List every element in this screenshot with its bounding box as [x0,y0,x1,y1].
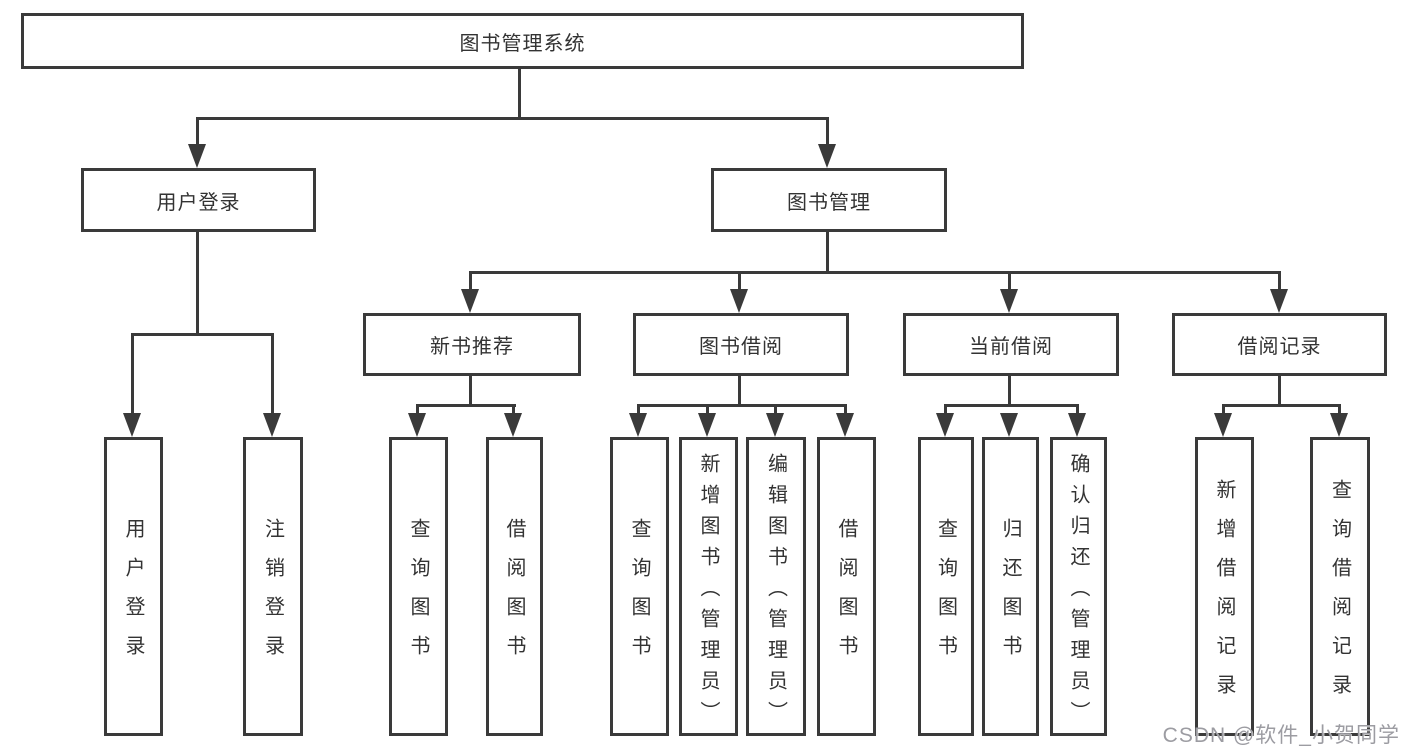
node-book-management-branch: 图书管理 [711,168,947,232]
connector-line [944,404,1079,407]
csdn-watermark: CSDN @软件_小贺同学 [1162,724,1400,747]
connector-line [1222,404,1341,407]
node-logout: 注销登录 [243,437,303,736]
arrow-down-icon [936,413,954,437]
node-current-borrowing: 当前借阅 [903,313,1119,376]
connector-line [512,404,515,416]
connector-line [416,404,419,416]
connector-line [1076,404,1079,416]
node-label: 新增借阅记录 [1213,479,1235,713]
connector-line [1278,376,1281,407]
arrow-down-icon [818,144,836,168]
connector-line [469,271,1281,274]
node-return-books: 归还图书 [982,437,1039,736]
connector-line [637,404,640,416]
node-label: 注销登录 [261,518,284,674]
connector-line [1338,404,1341,416]
connector-line [1008,271,1011,293]
connector-line [944,404,947,416]
arrow-down-icon [263,413,281,437]
node-confirm-return-admin: 确认归还（管理员） [1050,437,1107,736]
node-query-books-current: 查询图书 [918,437,974,736]
connector-line [826,117,829,147]
node-library-management-system: 图书管理系统 [21,13,1024,69]
node-label: 查询借阅记录 [1328,479,1351,713]
node-label: 图书管理 [787,191,871,214]
arrow-down-icon [461,289,479,313]
connector-line [844,404,847,416]
arrow-down-icon [766,413,784,437]
node-label: 借阅图书 [503,518,525,674]
node-edit-books-admin: 编辑图书（管理员） [746,437,806,736]
node-label: 查询图书 [934,518,957,674]
node-borrow-books-recommend: 借阅图书 [486,437,543,736]
node-user-login-branch: 用户登录 [81,168,316,232]
node-label: 新书推荐 [430,336,514,358]
connector-line [196,117,829,120]
node-label: 新增图书（管理员） [697,452,719,732]
node-query-borrow-record: 查询借阅记录 [1310,437,1370,736]
arrow-down-icon [1068,413,1086,437]
node-book-borrowing: 图书借阅 [633,313,849,376]
connector-line [196,117,199,147]
node-label: 借阅记录 [1237,336,1322,358]
node-label: 编辑图书（管理员） [764,452,787,732]
node-label: 当前借阅 [969,336,1053,358]
arrow-down-icon [504,413,522,437]
arrow-down-icon [836,413,854,437]
connector-line [469,271,472,293]
node-label: 确认归还（管理员） [1067,452,1089,732]
node-label: 借阅图书 [835,518,857,674]
node-borrow-books: 借阅图书 [817,437,876,736]
connector-line [637,404,847,407]
node-label: 查询图书 [628,518,650,674]
connector-line [196,232,199,336]
node-label: 用户登录 [156,191,241,214]
arrow-down-icon [1000,289,1018,313]
node-user-login-leaf: 用户登录 [104,437,163,736]
arrow-down-icon [1000,413,1018,437]
arrow-down-icon [629,413,647,437]
connector-line [131,333,274,336]
node-query-books-borrowing: 查询图书 [610,437,669,736]
node-label: 图书借阅 [699,336,783,358]
connector-line [469,376,472,407]
node-add-books-admin: 新增图书（管理员） [679,437,738,736]
connector-line [131,333,134,415]
connector-line [1222,404,1225,416]
connector-line [1008,376,1011,407]
connector-line [774,404,777,416]
arrow-down-icon [188,144,206,168]
connector-line [738,271,741,293]
arrow-down-icon [1214,413,1232,437]
arrow-down-icon [123,413,141,437]
connector-line [826,232,829,274]
connector-line [1278,271,1281,293]
connector-line [518,69,521,119]
connector-line [706,404,709,416]
arrow-down-icon [408,413,426,437]
arrow-down-icon [1330,413,1348,437]
node-query-books-recommend: 查询图书 [389,437,448,736]
connector-line [738,376,741,407]
node-add-borrow-record: 新增借阅记录 [1195,437,1254,736]
connector-line [271,333,274,415]
node-borrowing-records: 借阅记录 [1172,313,1387,376]
node-label: 查询图书 [407,518,429,674]
arrow-down-icon [1270,289,1288,313]
arrow-down-icon [698,413,716,437]
node-new-book-recommend: 新书推荐 [363,313,581,376]
node-label: 归还图书 [999,518,1021,674]
node-label: 用户登录 [122,518,144,674]
connector-line [416,404,516,407]
node-label: 图书管理系统 [459,32,586,55]
arrow-down-icon [730,289,748,313]
